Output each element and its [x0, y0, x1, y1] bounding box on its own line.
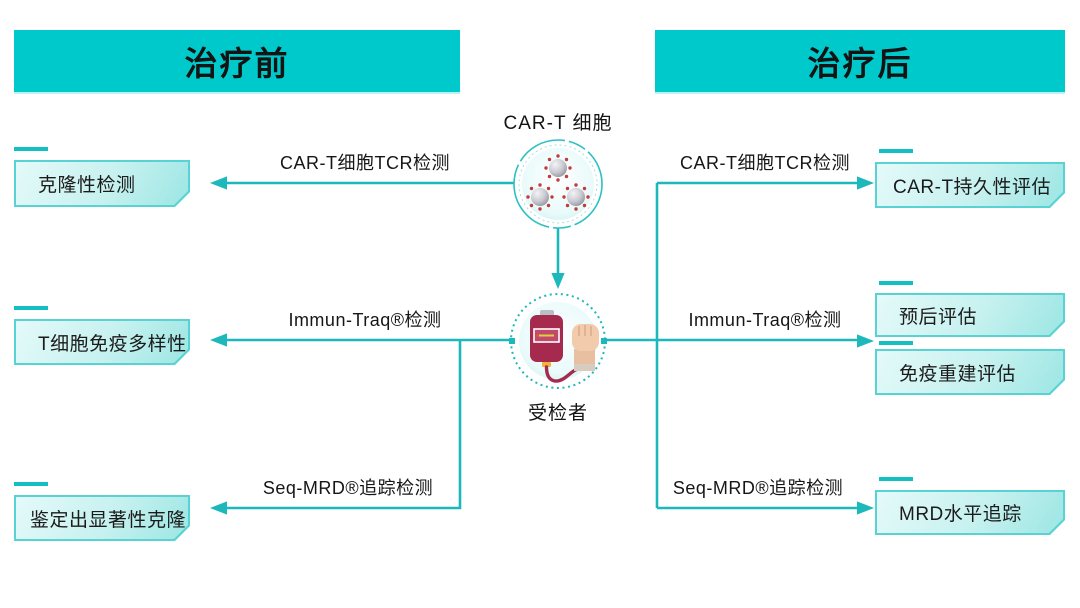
pre-test-label-seqmrd: Seq-MRD®追踪检测 — [262, 478, 434, 498]
result-box-cart-persistence: CAR-T持久性评估 — [875, 162, 1065, 208]
wire-paths — [226, 181, 858, 510]
header-pre-treatment: 治疗前 — [14, 30, 460, 92]
header-post-treatment: 治疗后 — [655, 30, 1065, 92]
result-box-significant-clone: 鉴定出显著性克隆 — [14, 495, 190, 541]
result-box-prognosis: 预后评估 — [875, 293, 1065, 337]
accent-dash — [879, 281, 913, 285]
arm-fist — [572, 324, 599, 371]
blood-transfusion-icon — [509, 293, 607, 389]
accent-dash — [879, 477, 913, 481]
post-test-label-seqmrd: Seq-MRD®追踪检测 — [672, 478, 844, 498]
result-box-clonality: 克隆性检测 — [14, 160, 190, 207]
accent-dash — [879, 149, 913, 153]
header-post-treatment-label: 治疗后 — [807, 45, 913, 82]
accent-dash — [14, 147, 48, 151]
accent-dash — [14, 306, 48, 310]
cart-cells-caption: CAR-T 细胞 — [503, 113, 613, 134]
result-box-mrd-tracking: MRD水平追踪 — [875, 490, 1065, 535]
result-box-immune-reconstitution: 免疫重建评估 — [875, 349, 1065, 395]
subject-caption: 受检者 — [527, 403, 588, 424]
accent-dash — [879, 341, 913, 345]
post-test-label-tcr: CAR-T细胞TCR检测 — [680, 153, 850, 173]
blood-bag — [530, 310, 586, 383]
accent-dash — [14, 482, 48, 486]
arrowheads — [210, 176, 874, 515]
cart-cell-spheres — [526, 154, 590, 211]
pre-test-label-tcr: CAR-T细胞TCR检测 — [280, 153, 450, 173]
result-box-tcell-diversity: T细胞免疫多样性 — [14, 319, 190, 365]
cart-cells-icon — [513, 139, 603, 229]
header-pre-treatment-label: 治疗前 — [184, 45, 290, 82]
pre-test-label-immuntraq: Immun-Traq®检测 — [288, 310, 442, 330]
post-test-label-immuntraq: Immun-Traq®检测 — [688, 310, 842, 330]
